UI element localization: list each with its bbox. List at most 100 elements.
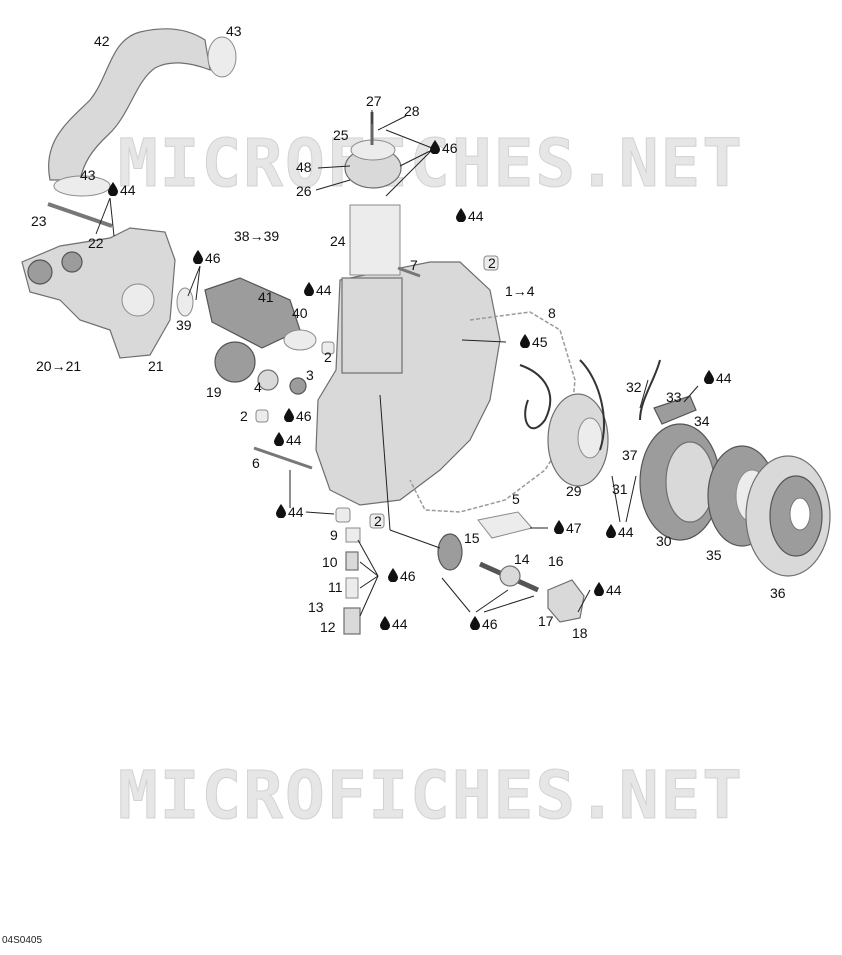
- part-gear-4: [257, 369, 279, 391]
- lube-47: 47: [566, 520, 582, 536]
- callout-15: 15: [464, 530, 480, 546]
- oil-drop-icon: [704, 370, 714, 384]
- callout-24: 24: [330, 233, 346, 249]
- part-clamp-43-top: [207, 36, 237, 78]
- callout-7: 7: [410, 257, 418, 273]
- part-housing-17: [547, 579, 585, 623]
- part-oring-39: [176, 287, 194, 317]
- callout-29: 29: [566, 483, 582, 499]
- callout-25: 25: [333, 127, 349, 143]
- callout-2-pump: 2: [240, 408, 248, 424]
- callout-31: 31: [612, 481, 628, 497]
- callout-33: 33: [666, 389, 682, 405]
- lube-46-oring: 46: [205, 250, 221, 266]
- callout-34: 34: [694, 413, 710, 429]
- lube-44-tank: 44: [316, 282, 332, 298]
- part-stator-core: [577, 417, 603, 459]
- part-pump-inlet: [27, 259, 53, 285]
- callout-39: 39: [176, 317, 192, 333]
- part-ring-40: [283, 329, 317, 351]
- part-ring-gear-bore: [789, 497, 811, 531]
- watermark-top: MICROFICHES.NET: [118, 125, 744, 202]
- callout-2-top: 2: [488, 255, 496, 271]
- part-plate-5: [477, 511, 533, 539]
- lube-44-pump: 44: [120, 182, 136, 198]
- callout-6: 6: [252, 455, 260, 471]
- callout-2-left: 2: [324, 349, 332, 365]
- diagram-reference-code: 04S0405: [2, 935, 43, 946]
- callout-14: 14: [514, 551, 530, 567]
- callout-19: 19: [206, 384, 222, 400]
- part-bolt-6: [253, 446, 313, 470]
- callout-3: 3: [306, 367, 314, 383]
- lubricant-callouts: 44 46 44 44 46 45 44 46 44 44 47 44 46 4…: [108, 140, 732, 632]
- lube-46-plunger: 46: [400, 568, 416, 584]
- lube-46-shaft: 46: [482, 616, 498, 632]
- part-rotor-face: [665, 441, 715, 523]
- callout-32: 32: [626, 379, 642, 395]
- callout-11: 11: [328, 579, 343, 595]
- oil-drop-icon: [274, 432, 284, 446]
- oil-drop-icon: [606, 524, 616, 538]
- part-water-pump-housing: [21, 227, 176, 359]
- part-seal-3: [289, 377, 307, 395]
- callout-38-39: 38→39: [234, 228, 279, 244]
- part-plug-2-top: [483, 255, 499, 271]
- callout-labels: 42 43 43 23 22 20→21 21 39 38→39 41 40 1…: [31, 23, 786, 641]
- part-wire-sensor: [639, 359, 661, 421]
- lube-44-sensor: 44: [716, 370, 732, 386]
- part-bolt-7: [397, 266, 421, 278]
- callout-42: 42: [94, 33, 110, 49]
- part-wire-stator: [579, 359, 605, 451]
- callout-35: 35: [706, 547, 722, 563]
- callout-23: 23: [31, 213, 47, 229]
- part-gasket-8: [409, 311, 576, 513]
- oil-drop-icon: [193, 250, 203, 264]
- part-bolt-23: [47, 202, 113, 228]
- callout-8: 8: [548, 305, 556, 321]
- leader-lines: [95, 110, 699, 617]
- oil-drop-icon: [276, 504, 286, 518]
- lube-46-seal: 46: [296, 408, 312, 424]
- part-plunger-12: [343, 607, 361, 635]
- oil-drop-icon: [388, 568, 398, 582]
- lube-44-top: 44: [468, 208, 484, 224]
- callout-1-4: 1→4: [505, 283, 535, 299]
- part-spring-11: [345, 577, 359, 599]
- part-cap-9: [345, 527, 361, 543]
- callout-12: 12: [320, 619, 336, 635]
- lube-44-lower: 44: [288, 504, 304, 520]
- part-filter-24: [349, 204, 401, 276]
- oil-drop-icon: [470, 616, 480, 630]
- part-wire-harness: [519, 364, 552, 430]
- callout-36: 36: [770, 585, 786, 601]
- callout-16: 16: [548, 553, 564, 569]
- part-plug-2-pump: [255, 409, 269, 423]
- part-sensor-33: [653, 395, 697, 425]
- part-spring-10: [345, 551, 359, 571]
- lube-44-plunger: 44: [392, 616, 408, 632]
- lube-45: 45: [532, 334, 548, 350]
- part-plug-2-lower-a: [335, 507, 351, 523]
- part-oil-tank-tube: [341, 277, 403, 374]
- part-hose-42: [48, 28, 211, 181]
- part-clamp-43-bottom: [53, 175, 111, 197]
- lube-46-cap: 46: [442, 140, 458, 156]
- callout-13: 13: [308, 599, 324, 615]
- callout-26: 26: [296, 183, 312, 199]
- oil-drop-icon: [380, 616, 390, 630]
- part-impeller-19: [214, 341, 256, 383]
- callout-10: 10: [322, 554, 338, 570]
- callout-5: 5: [512, 491, 520, 507]
- part-gear-15: [437, 533, 463, 571]
- oil-drop-icon: [520, 334, 530, 348]
- watermark-bottom: MICROFICHES.NET: [118, 757, 744, 834]
- callout-28: 28: [404, 103, 420, 119]
- part-pump-outlet: [61, 251, 83, 273]
- callout-43-top: 43: [226, 23, 242, 39]
- callout-20-21: 20→21: [36, 358, 81, 374]
- callout-22: 22: [88, 235, 104, 251]
- part-plug-2-lower-b: [369, 513, 385, 529]
- callout-9: 9: [330, 527, 338, 543]
- callout-48: 48: [296, 159, 312, 175]
